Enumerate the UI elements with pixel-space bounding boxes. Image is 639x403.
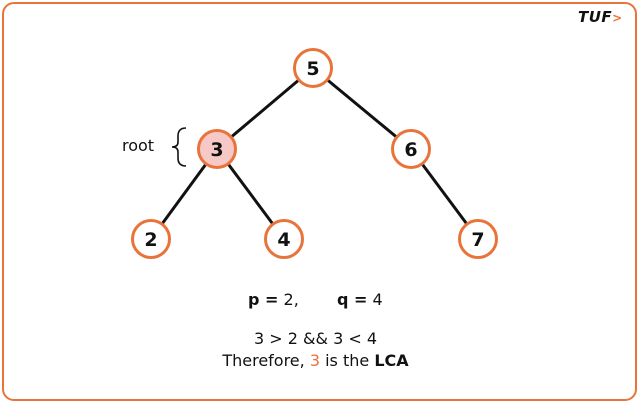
root-label: root <box>122 136 155 155</box>
tree-node-value: 6 <box>404 139 417 161</box>
tree-edge <box>216 66 314 151</box>
conclusion-prefix: Therefore, <box>222 351 305 370</box>
p-assignment: p = 2, <box>248 290 299 309</box>
conclusion-text: Therefore, 3 is the LCA <box>0 351 631 370</box>
tree-node-7 <box>458 219 498 259</box>
logo-text: TUF <box>578 8 613 26</box>
p-label: p = <box>248 290 279 309</box>
tree-node-5 <box>293 48 333 88</box>
tree-node-value: 5 <box>306 58 319 80</box>
tree-node-value: 2 <box>144 229 157 251</box>
tuf-logo: TUF> <box>578 8 623 26</box>
tree-node-2 <box>131 219 171 259</box>
conclusion-middle: is the <box>325 351 370 370</box>
curly-brace-icon <box>171 127 187 167</box>
q-value: 4 <box>372 290 383 309</box>
tree-node-value: 3 <box>210 139 223 161</box>
condition-text: 3 > 2 && 3 < 4 <box>254 329 377 348</box>
tree-node-3 <box>197 129 237 169</box>
chevron-right-icon: > <box>612 11 623 25</box>
p-value: 2, <box>283 290 299 309</box>
tree-edge <box>312 66 412 151</box>
q-assignment: q = 4 <box>337 290 383 309</box>
tree-node-value: 7 <box>471 229 484 251</box>
conclusion-term: LCA <box>374 351 409 370</box>
tree-node-value: 4 <box>277 229 290 251</box>
conclusion-node: 3 <box>309 351 321 370</box>
q-label: q = <box>337 290 368 309</box>
tree-node-4 <box>264 219 304 259</box>
tree-node-6 <box>391 129 431 169</box>
